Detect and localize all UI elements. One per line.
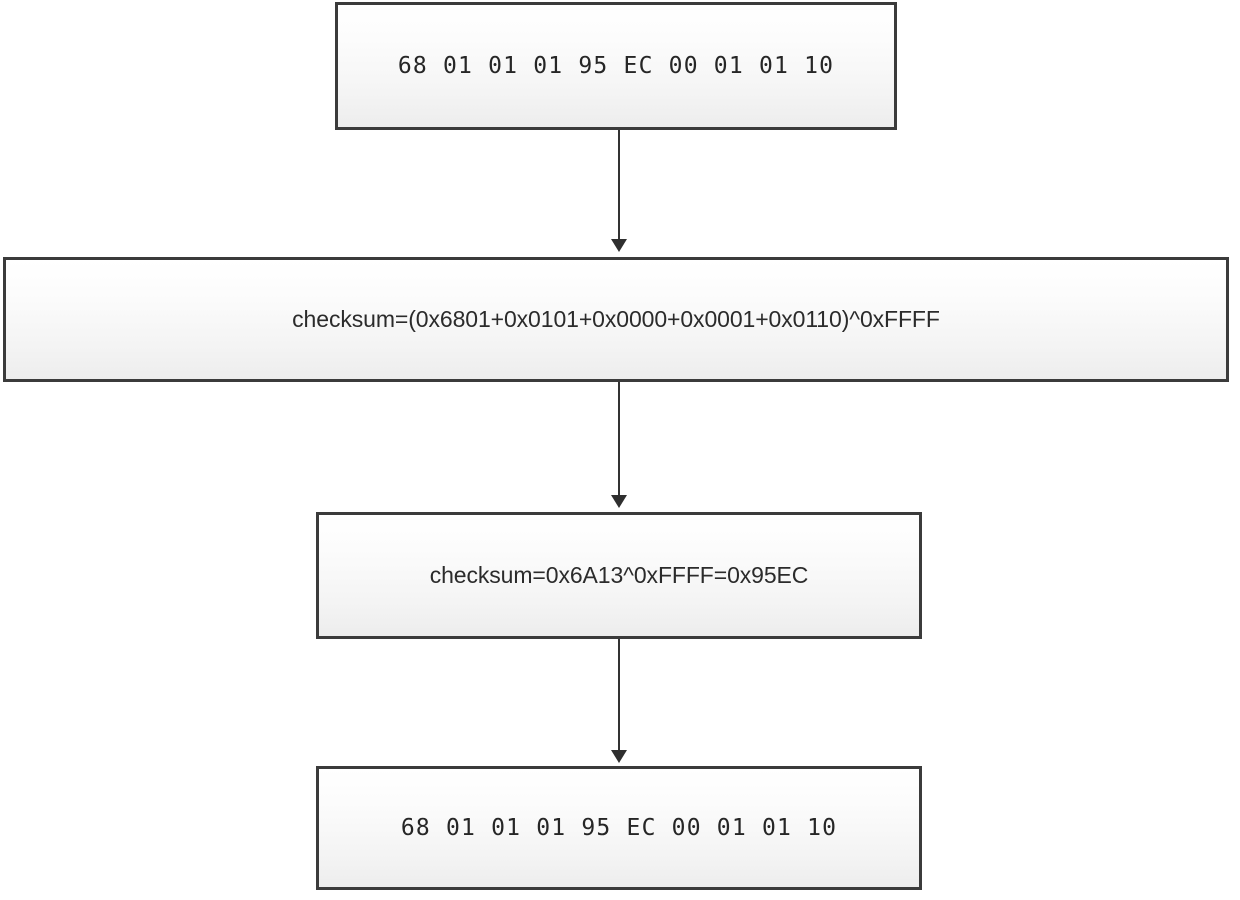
arrowhead-down-icon [611, 495, 627, 508]
arrowhead-down-icon [611, 750, 627, 763]
node-packet-in[interactable]: 68 01 01 01 95 EC 00 01 01 10 [335, 2, 897, 130]
node-packet-in-label: 68 01 01 01 95 EC 00 01 01 10 [397, 53, 835, 79]
node-packet-out-label: 68 01 01 01 95 EC 00 01 01 10 [400, 815, 838, 841]
node-packet-out[interactable]: 68 01 01 01 95 EC 00 01 01 10 [316, 766, 922, 890]
arrowhead-down-icon [611, 239, 627, 252]
edge-line [618, 382, 620, 496]
node-checksum-formula-label: checksum=(0x6801+0x0101+0x0000+0x0001+0x… [292, 306, 940, 332]
edge-line [618, 639, 620, 751]
node-checksum-result[interactable]: checksum=0x6A13^0xFFFF=0x95EC [316, 512, 922, 639]
node-checksum-formula[interactable]: checksum=(0x6801+0x0101+0x0000+0x0001+0x… [3, 257, 1229, 382]
node-checksum-result-label: checksum=0x6A13^0xFFFF=0x95EC [429, 562, 809, 588]
edge-line [618, 130, 620, 240]
